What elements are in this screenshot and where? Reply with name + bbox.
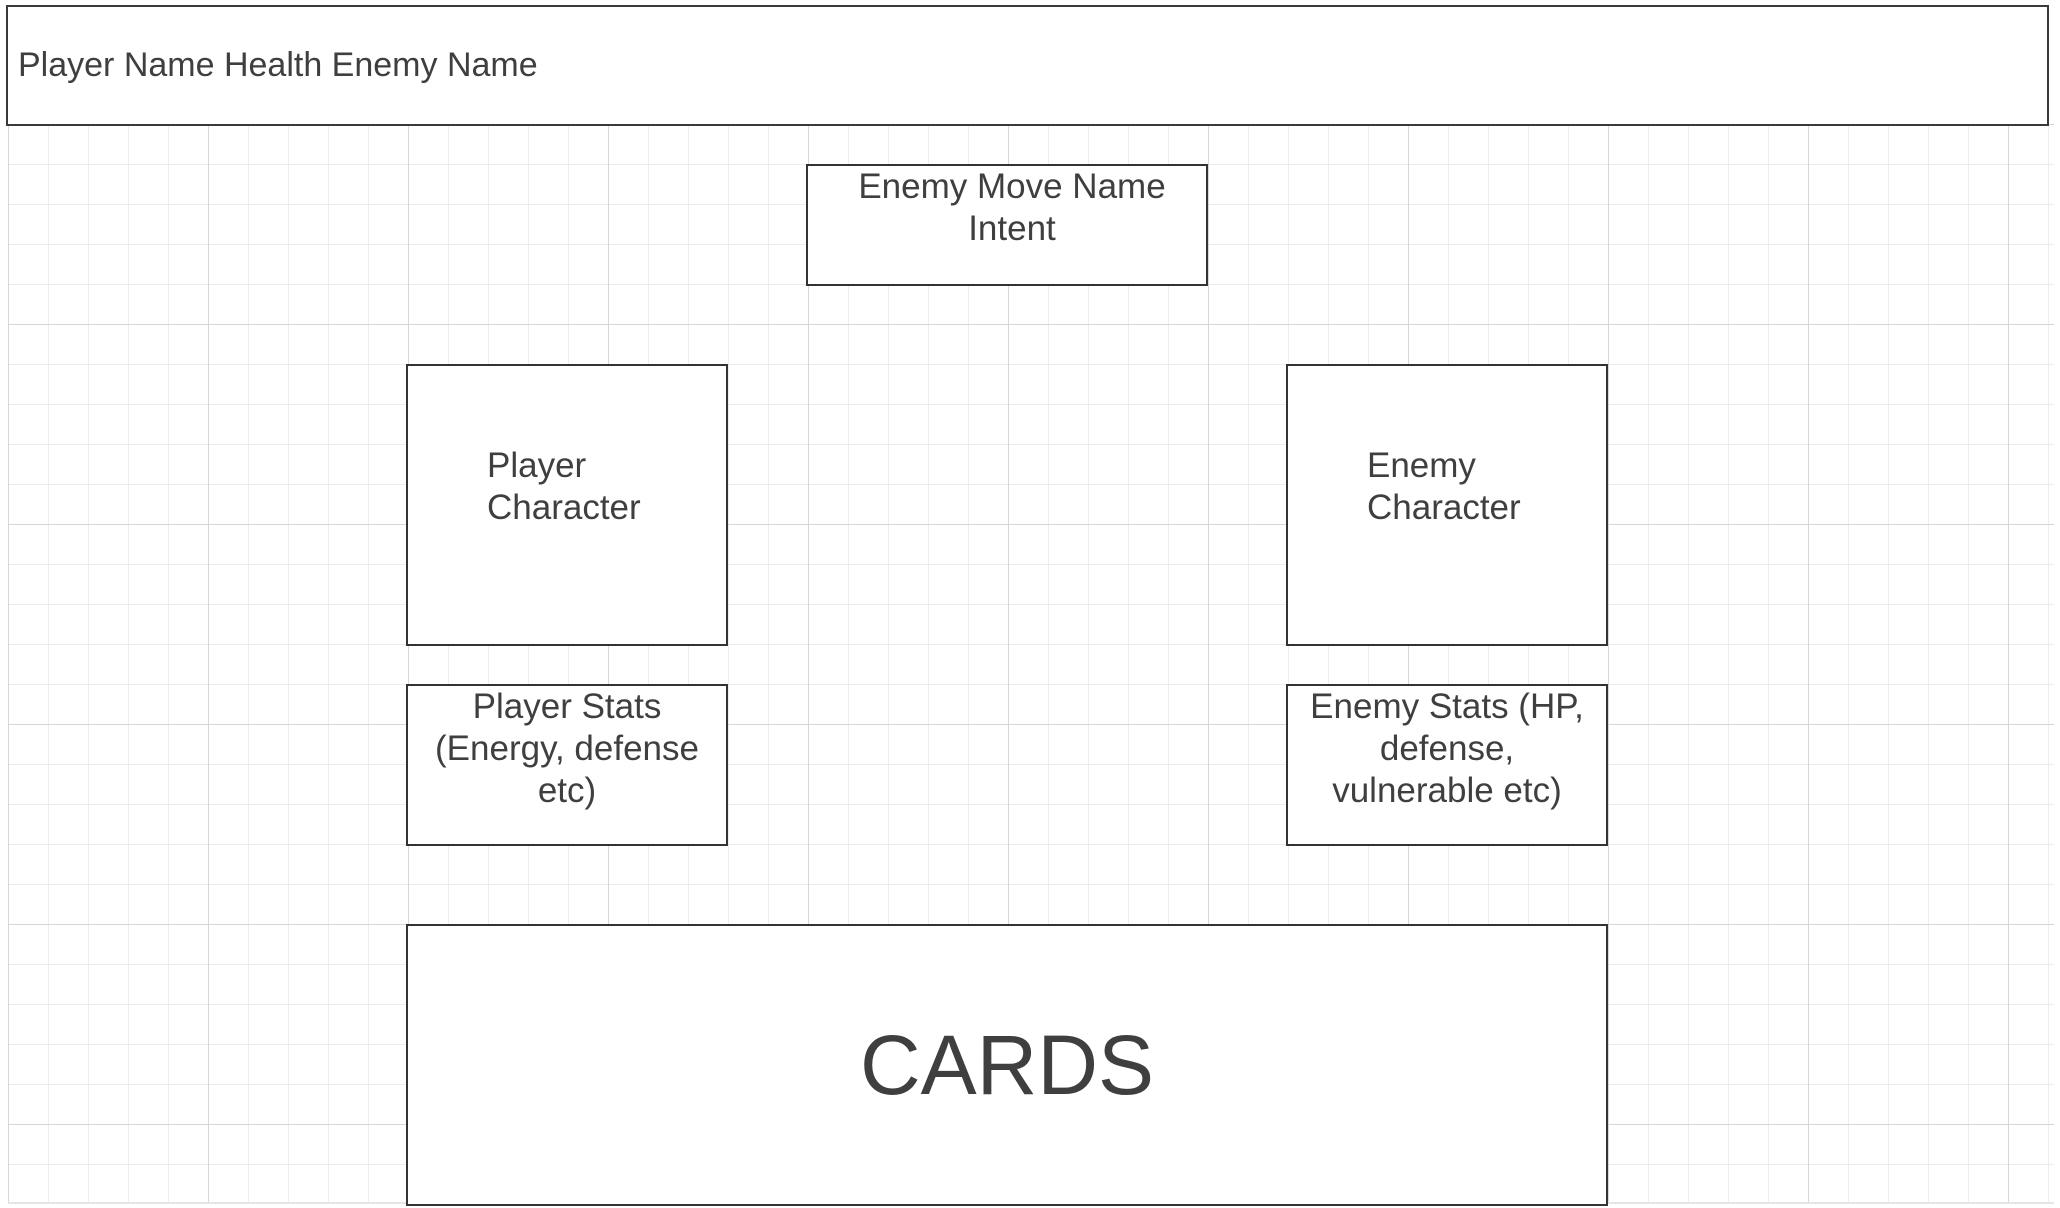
cards-label: CARDS [859,1017,1155,1112]
enemy-character-box: Enemy Character [1286,364,1608,646]
player-character-label: Player Character [487,446,641,527]
grid-background [8,124,2054,1204]
enemy-intent-box: Enemy Move Name Intent [806,164,1208,286]
player-stats-box: Player Stats (Energy, defense etc) [406,684,728,846]
enemy-stats-box: Enemy Stats (HP, defense, vulnerable etc… [1286,684,1608,846]
player-character-box: Player Character [406,364,728,646]
header-bar: Player Name Health Enemy Name [6,5,2049,126]
cards-area: CARDS [406,924,1608,1206]
player-stats-label: Player Stats (Energy, defense etc) [435,687,699,810]
header-bar-label: Player Name Health Enemy Name [18,46,538,85]
enemy-character-label: Enemy Character [1367,446,1521,527]
enemy-stats-label: Enemy Stats (HP, defense, vulnerable etc… [1310,687,1584,810]
enemy-intent-label: Enemy Move Name Intent [858,167,1166,248]
